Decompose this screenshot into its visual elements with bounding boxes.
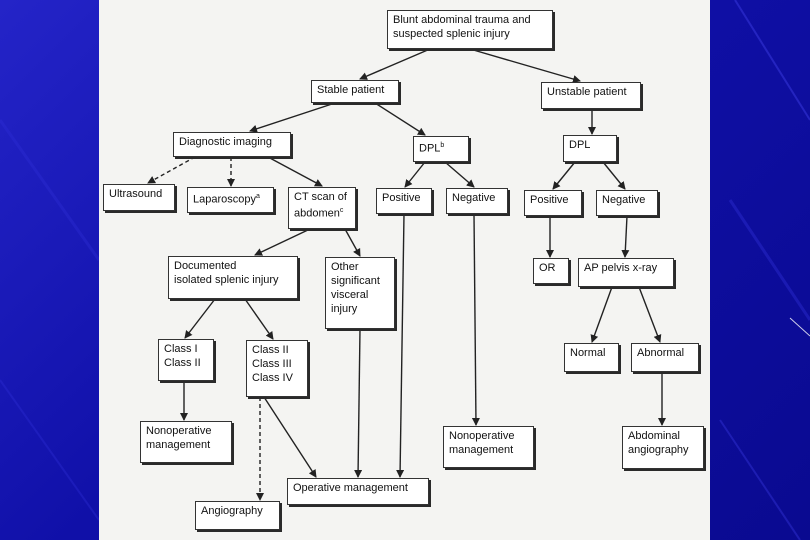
- node-diagnostic-imaging: Diagnostic imaging: [173, 132, 291, 157]
- node-abnormal-label: Abnormal: [637, 347, 685, 359]
- node-operative-management: Operative management: [287, 478, 429, 505]
- node-angiography: Angiography: [195, 501, 280, 530]
- node-abnormal: Abnormal: [631, 343, 699, 372]
- node-dpl-unstable: DPL: [563, 135, 617, 162]
- node-operative-label: Operative management: [293, 482, 408, 494]
- node-ap-pelvis: AP pelvis x-ray: [578, 258, 674, 287]
- node-diag-label: Diagnostic imaging: [179, 136, 272, 148]
- node-nonoperative-mid: Nonoperative management: [443, 426, 534, 468]
- node-ap-label: AP pelvis x-ray: [584, 262, 658, 274]
- node-nonop-label: Nonoperative management: [146, 425, 212, 451]
- node-laparoscopy: Laparoscopya: [187, 187, 274, 213]
- node-dpl-stable: DPLb: [413, 136, 469, 162]
- node-dpl-label: DPLb: [419, 142, 445, 155]
- node-laparoscopy-label: Laparoscopya: [193, 193, 260, 206]
- node-nonop2-label: Nonoperative management: [449, 430, 515, 456]
- node-class24-label: Class II Class III Class IV: [252, 344, 293, 384]
- node-ultrasound: Ultrasound: [103, 184, 175, 211]
- node-normal-label: Normal: [570, 347, 606, 359]
- node-class-1-2: Class I Class II: [158, 339, 214, 381]
- node-ct-label: CT scan of abdomenc: [294, 191, 347, 220]
- node-other-label: Other significant visceral injury: [331, 261, 380, 315]
- node-stable-label: Stable patient: [317, 84, 385, 96]
- node-ultrasound-label: Ultrasound: [109, 188, 163, 200]
- node-root-label: Blunt abdominal trauma and suspected spl…: [393, 14, 531, 40]
- node-class-2-4: Class II Class III Class IV: [246, 340, 308, 397]
- node-or-label: OR: [539, 262, 556, 274]
- node-negative-label: Negative: [452, 192, 496, 204]
- node-or: OR: [533, 258, 569, 284]
- node-positive2-label: Positive: [530, 194, 569, 206]
- node-other-visceral: Other significant visceral injury: [325, 257, 395, 329]
- node-negative2-label: Negative: [602, 194, 646, 206]
- node-nonoperative-left: Nonoperative management: [140, 421, 232, 463]
- node-unstable-label: Unstable patient: [547, 86, 627, 98]
- node-class12-label: Class I Class II: [164, 343, 201, 369]
- node-positive-stable: Positive: [376, 188, 432, 214]
- node-negative-stable: Negative: [446, 188, 508, 214]
- node-angiography-label: Angiography: [201, 505, 263, 517]
- node-documented-label: Documented isolated splenic injury: [174, 260, 279, 286]
- node-negative-unstable: Negative: [596, 190, 658, 216]
- node-normal: Normal: [564, 343, 619, 372]
- node-documented-splenic: Documented isolated splenic injury: [168, 256, 298, 299]
- node-positive-label: Positive: [382, 192, 421, 204]
- node-stable-patient: Stable patient: [311, 80, 399, 103]
- node-abd-angio-label: Abdominal angiography: [628, 430, 689, 456]
- node-dpl2-label: DPL: [569, 139, 591, 151]
- node-root: Blunt abdominal trauma and suspected spl…: [387, 10, 553, 49]
- node-abdominal-angiography: Abdominal angiography: [622, 426, 704, 469]
- node-positive-unstable: Positive: [524, 190, 582, 216]
- node-ct-scan: CT scan of abdomenc: [288, 187, 356, 229]
- node-unstable-patient: Unstable patient: [541, 82, 641, 109]
